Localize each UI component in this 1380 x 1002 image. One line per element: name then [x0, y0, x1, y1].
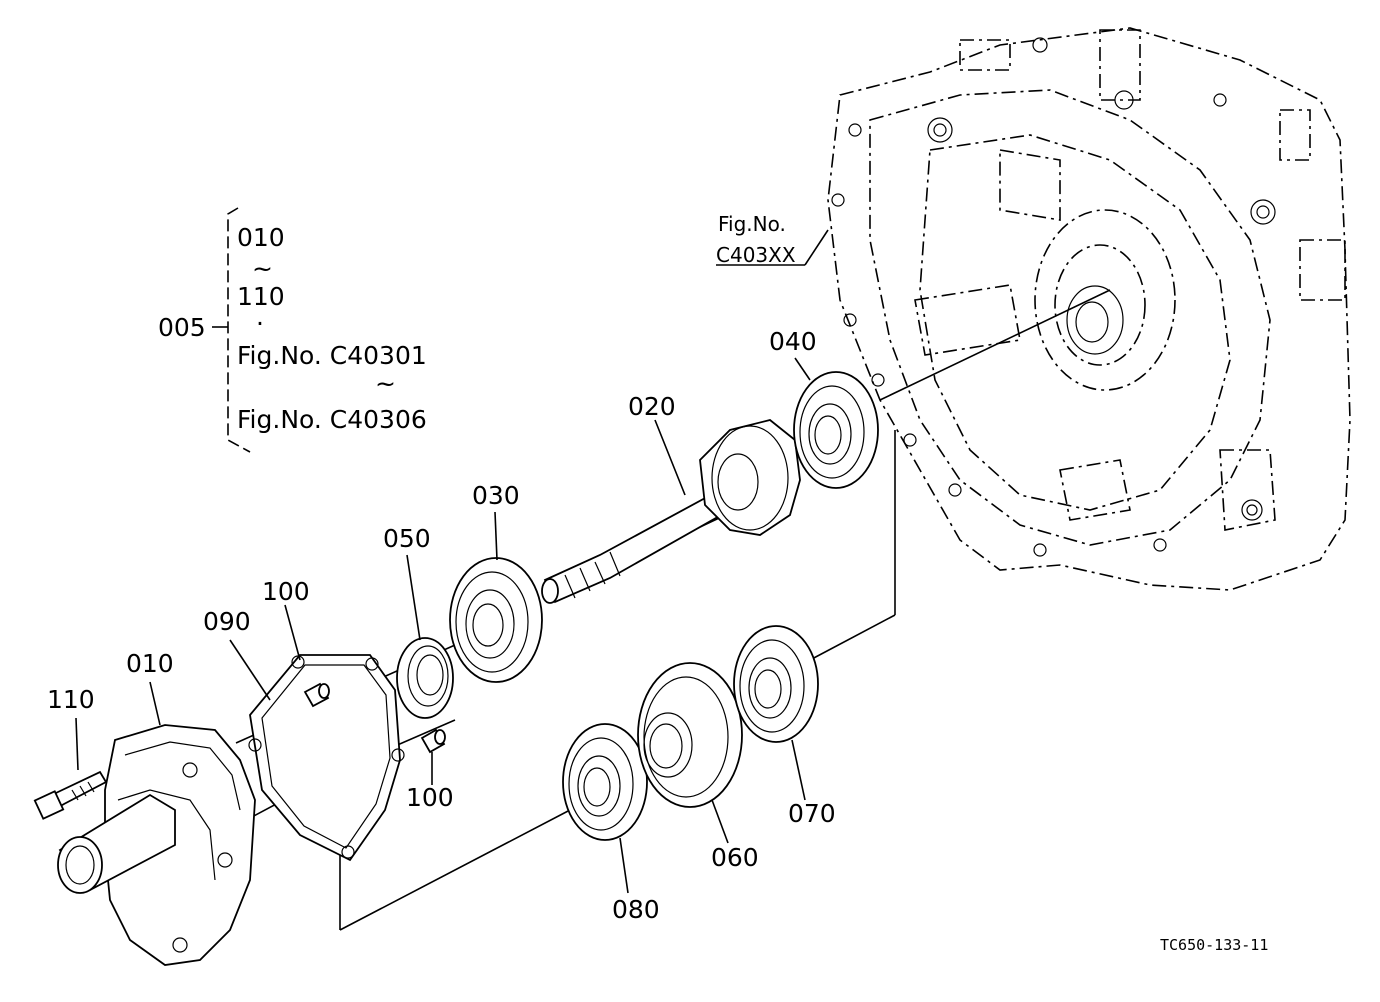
part-090-gasket[interactable] [248, 654, 405, 862]
reference-fig-no: Fig.No. [718, 212, 786, 236]
label-070: 070 [788, 799, 836, 828]
part-030-bearing[interactable] [449, 557, 543, 683]
part-060-gear[interactable] [637, 662, 743, 808]
bracket-line-110: 110 [237, 282, 285, 311]
bracket-line-fig-c40301: Fig.No. C40301 [237, 341, 427, 370]
bracket-dot: · [256, 309, 264, 338]
figure-code: TC650-133-11 [1160, 936, 1268, 954]
bracket-tilde-1: ~ [252, 254, 273, 283]
part-100-pin-lower[interactable] [420, 728, 446, 754]
label-090: 090 [203, 607, 251, 636]
part-070-bearing[interactable] [733, 625, 819, 743]
part-100-pin-upper[interactable] [303, 682, 330, 708]
figure-reference: Fig.No. C403XX [716, 212, 796, 267]
label-050: 050 [383, 524, 431, 553]
part-080-bearing[interactable] [562, 723, 648, 841]
bracket-line-010: 010 [237, 223, 285, 252]
group-005-bracket: 005 010 ~ 110 · Fig.No. C40301 ~ Fig.No.… [158, 207, 427, 453]
part-050-oil-seal[interactable] [396, 637, 454, 719]
bracket-line-fig-c40306: Fig.No. C40306 [237, 405, 427, 434]
label-020: 020 [628, 392, 676, 421]
leader-lines [75, 229, 829, 894]
part-labels: 110 010 090 100 100 050 030 020 040 080 … [47, 327, 836, 924]
label-010: 010 [126, 649, 174, 678]
label-100-lower: 100 [406, 783, 454, 812]
label-040: 040 [769, 327, 817, 356]
label-005: 005 [158, 313, 206, 342]
label-080: 080 [612, 895, 660, 924]
reference-code: C403XX [716, 243, 796, 267]
label-100-upper: 100 [262, 577, 310, 606]
part-020-input-shaft[interactable] [541, 419, 801, 604]
part-040-bearing[interactable] [793, 371, 879, 489]
bracket-tilde-2: ~ [375, 369, 396, 398]
label-060: 060 [711, 843, 759, 872]
transmission-housing [827, 27, 1351, 591]
label-110: 110 [47, 685, 95, 714]
label-030: 030 [472, 481, 520, 510]
part-010-cover[interactable] [57, 724, 256, 966]
part-110-bolt[interactable] [33, 770, 108, 820]
